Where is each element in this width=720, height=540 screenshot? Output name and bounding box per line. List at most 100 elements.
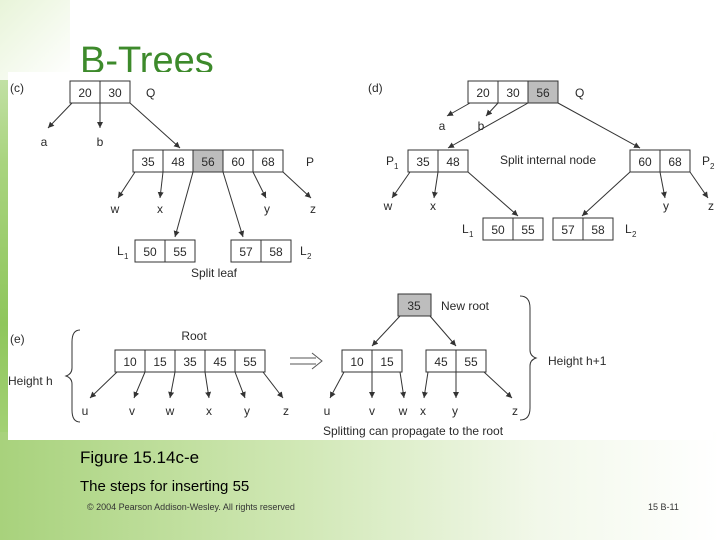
child-label: z [708,199,714,213]
node-name: P [386,154,394,168]
node-key: 55 [521,223,535,237]
leaf-subscript: 1 [469,230,474,239]
child-label: y [264,202,270,216]
child-label: w [398,404,408,418]
node-key: 35 [141,155,155,169]
panel-d-root-node: 20 30 56 [467,80,559,104]
panel-d-label: (d) [368,81,383,95]
child-label: y [452,404,458,418]
height-left-label: Height h [8,374,53,388]
edge [117,171,136,199]
figure-title: Figure 15.14c-e [80,448,200,467]
panel-c-label: (c) [10,81,24,95]
child-label: x [420,404,426,418]
leaf-name: L [300,244,307,258]
node-key: 55 [243,355,257,369]
child-label: v [369,404,375,418]
edge [659,171,667,199]
edge [399,371,407,399]
panel-c-root-node: 20 30 [69,80,131,104]
panel-d-leaves: 50 55 57 58 [482,217,614,241]
edge [222,171,245,238]
edge [262,371,284,399]
edge [168,371,176,399]
leaf-subscript: 1 [124,252,129,261]
height-brace-right [519,295,538,421]
copyright-notice: © 2004 Pearson Addison-Wesley. All right… [87,502,295,512]
edge [252,171,267,199]
node-key: 50 [491,223,505,237]
child-label: z [283,404,289,418]
child-label: w [383,199,393,213]
child-label: b [478,119,485,133]
child-label: y [663,199,669,213]
edge [282,171,312,199]
panel-c-leaf-2: 57 58 [230,239,292,263]
child-label: x [206,404,212,418]
edge [157,171,164,199]
edge [234,371,246,399]
edge [329,371,345,399]
child-label: u [324,404,331,418]
node-subscript: 2 [710,162,715,171]
edge [47,102,73,129]
panel-e-after-right: 45 55 [425,349,487,373]
height-brace-left [64,329,81,423]
edge [204,371,212,399]
edge [689,171,709,199]
node-key: 56 [536,86,550,100]
node-key: 30 [108,86,122,100]
node-key: 48 [446,155,460,169]
child-label: a [41,135,48,149]
node-key: 35 [416,155,430,169]
node-key: 45 [213,355,227,369]
panel-c-node-p: 35 48 56 60 68 [132,149,284,173]
node-key: 56 [201,155,215,169]
node-key: 45 [434,355,448,369]
edge [447,102,529,149]
panel-d-node-p2: 60 68 [629,149,691,173]
background-decoration-bottom [0,432,720,540]
leaf-name: L [462,222,469,236]
node-key: 10 [123,355,137,369]
b-tree-figure: (c) 20 30 Q a b 35 48 56 60 68 P w x y z… [8,80,715,438]
node-key: 30 [506,86,520,100]
panel-e-caption: Splitting can propagate to the root [323,424,504,438]
child-label: x [430,199,436,213]
edge [431,171,439,199]
child-label: u [82,404,89,418]
edge [557,102,641,149]
panel-e-before-node: 10 15 35 45 55 [114,349,266,373]
child-label: z [512,404,518,418]
background-decoration-corner [0,0,70,80]
node-name: Q [575,86,584,100]
node-key: 55 [464,355,478,369]
edge [89,371,118,399]
panel-d-node-p1: 35 48 [407,149,469,173]
child-label: w [165,404,175,418]
node-key: 58 [591,223,605,237]
panel-e-new-root: 35 [397,293,432,317]
node-name: Q [146,86,155,100]
edge [133,371,146,399]
node-key: 50 [143,245,157,259]
node-subscript: 1 [394,162,399,171]
new-root-label: New root [441,299,490,313]
node-key: 55 [173,245,187,259]
node-key: 35 [407,299,421,313]
node-key: 58 [269,245,283,259]
panel-c-caption: Split leaf [191,266,238,280]
leaf-name: L [117,244,124,258]
root-label: Root [181,329,207,343]
edge [173,171,194,238]
node-key: 57 [239,245,253,259]
edge [483,371,513,399]
leaf-subscript: 2 [307,252,312,261]
node-key: 60 [231,155,245,169]
edge [129,102,181,149]
child-label: b [97,135,104,149]
node-key: 10 [350,355,364,369]
edge [421,371,429,399]
split-internal-label: Split internal node [500,153,596,167]
node-name: P [702,154,710,168]
